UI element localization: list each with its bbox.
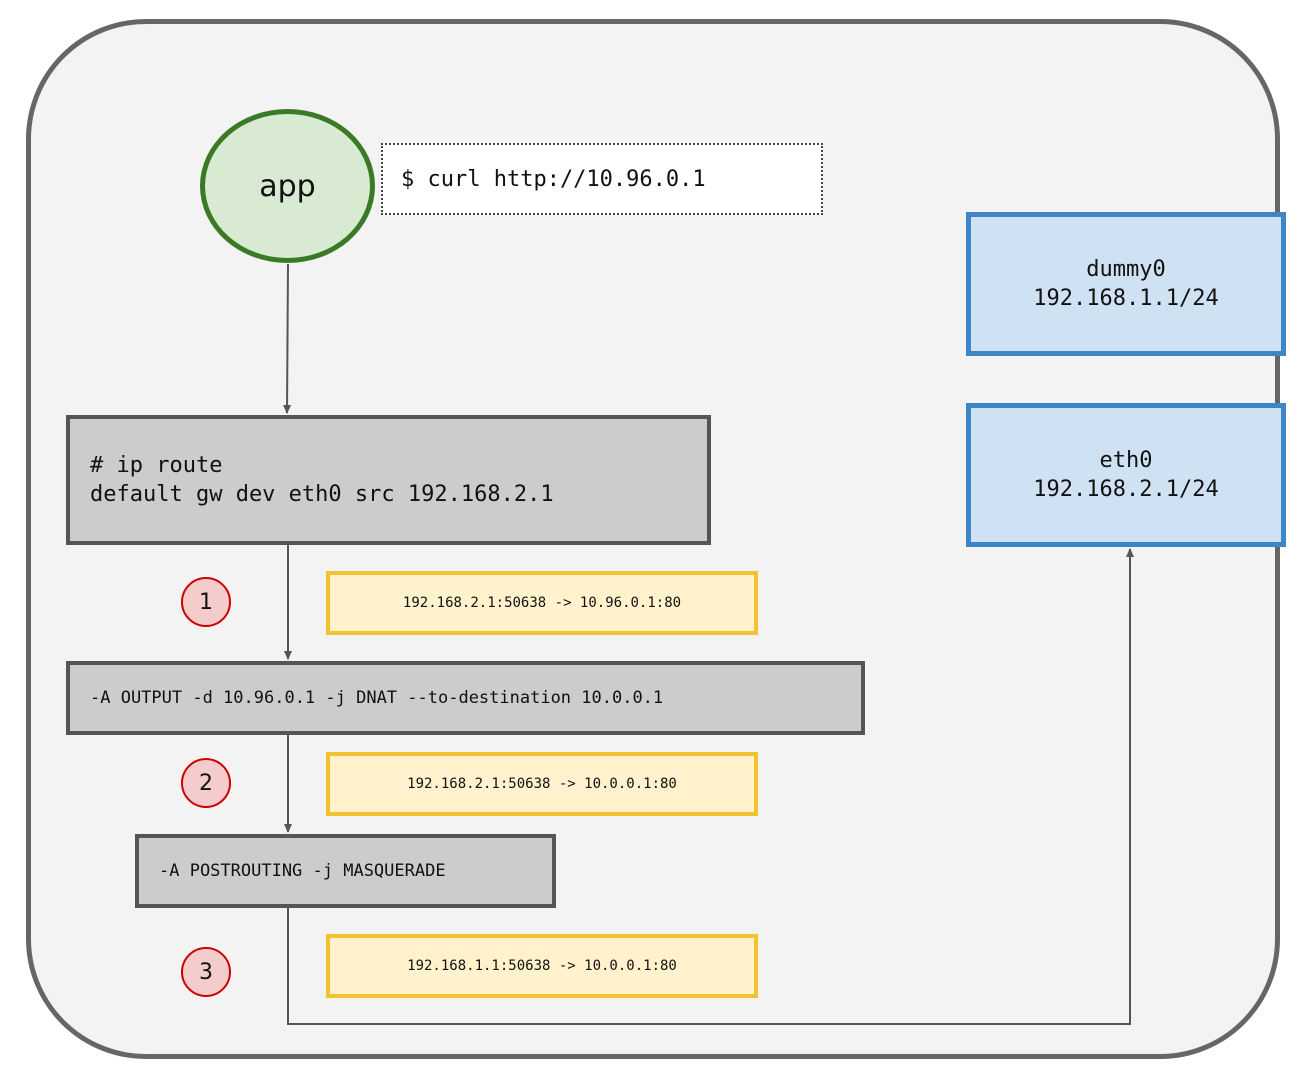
ip-route-box: # ip route default gw dev eth0 src 192.1… xyxy=(66,415,711,545)
interface-eth0: eth0 192.168.2.1/24 xyxy=(966,403,1286,547)
curl-command-note: $ curl http://10.96.0.1 xyxy=(381,143,823,215)
packet-tuple-text: 192.168.2.1:50638 -> 10.0.0.1:80 xyxy=(407,776,677,792)
packet-tuple-3: 192.168.1.1:50638 -> 10.0.0.1:80 xyxy=(326,934,758,998)
packet-tuple-text: 192.168.2.1:50638 -> 10.96.0.1:80 xyxy=(402,595,682,611)
app-node: app xyxy=(200,109,375,263)
curl-command-text: $ curl http://10.96.0.1 xyxy=(401,166,706,192)
arrow-masq-to-eth0 xyxy=(287,548,1134,1025)
interface-dummy0: dummy0 192.168.1.1/24 xyxy=(966,212,1286,356)
step-number: 3 xyxy=(199,959,213,985)
ip-route-line-2: default gw dev eth0 src 192.168.2.1 xyxy=(90,482,554,507)
dnat-rule-text: -A OUTPUT -d 10.96.0.1 -j DNAT --to-dest… xyxy=(90,688,664,708)
packet-tuple-1: 192.168.2.1:50638 -> 10.96.0.1:80 xyxy=(326,571,758,635)
packet-tuple-text: 192.168.1.1:50638 -> 10.0.0.1:80 xyxy=(407,958,677,974)
masquerade-rule-box: -A POSTROUTING -j MASQUERADE xyxy=(135,834,556,908)
interface-dummy0-name: dummy0 xyxy=(1086,257,1166,282)
masquerade-rule-text: -A POSTROUTING -j MASQUERADE xyxy=(159,861,446,881)
packet-tuple-2: 192.168.2.1:50638 -> 10.0.0.1:80 xyxy=(326,752,758,816)
step-badge-2: 2 xyxy=(181,758,231,808)
ip-route-line-1: # ip route xyxy=(90,453,223,478)
app-label: app xyxy=(259,168,316,204)
step-badge-3: 3 xyxy=(181,947,231,997)
arrow-app-to-route xyxy=(283,263,292,414)
dnat-rule-box: -A OUTPUT -d 10.96.0.1 -j DNAT --to-dest… xyxy=(66,661,865,735)
interface-dummy0-addr: 192.168.1.1/24 xyxy=(1033,286,1219,311)
step-badge-1: 1 xyxy=(181,577,231,627)
step-number: 2 xyxy=(199,770,213,796)
interface-eth0-addr: 192.168.2.1/24 xyxy=(1033,477,1219,502)
step-number: 1 xyxy=(199,589,213,615)
interface-eth0-name: eth0 xyxy=(1099,448,1153,473)
